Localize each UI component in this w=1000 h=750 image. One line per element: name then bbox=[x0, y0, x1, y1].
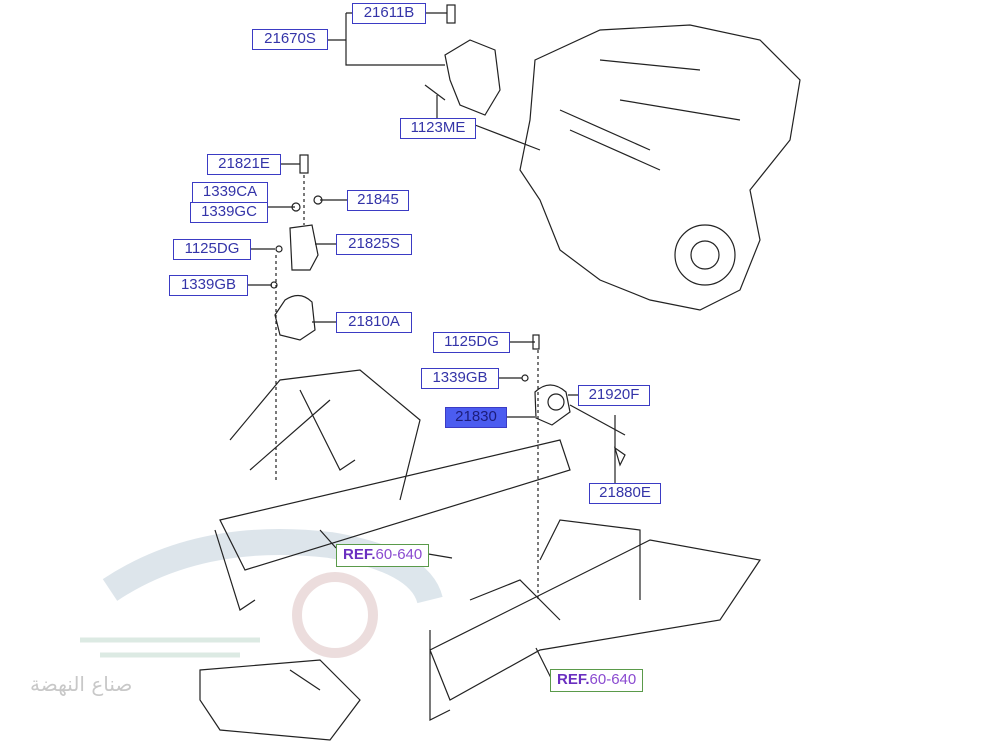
ref-prefix: REF. bbox=[557, 671, 590, 688]
part-label-21670S[interactable]: 21670S bbox=[252, 29, 328, 50]
subframe-left bbox=[214, 369, 571, 611]
part-label-1339GB[interactable]: 1339GB bbox=[169, 275, 248, 296]
part-label-1339GB-right[interactable]: 1339GB bbox=[421, 368, 499, 389]
part-label-21845[interactable]: 21845 bbox=[347, 190, 409, 211]
bracket-21670S bbox=[444, 39, 501, 116]
part-label-21880E[interactable]: 21880E bbox=[589, 483, 661, 504]
part-label-1339GC[interactable]: 1339GC bbox=[190, 202, 268, 223]
ref-link-60-640-lower[interactable]: REF.60-640 bbox=[550, 669, 644, 692]
part-label-1123ME[interactable]: 1123ME bbox=[400, 118, 476, 139]
part-label-21810A[interactable]: 21810A bbox=[336, 312, 412, 333]
watermark-text: صناع النهضة bbox=[30, 672, 133, 696]
part-label-21825S[interactable]: 21825S bbox=[336, 234, 412, 255]
mount-21830 bbox=[534, 384, 571, 426]
ref-code: 60-640 bbox=[589, 671, 637, 688]
engine-block bbox=[519, 24, 801, 311]
part-label-21611B[interactable]: 21611B bbox=[352, 3, 426, 24]
mount-21810A bbox=[274, 294, 316, 341]
crossmember bbox=[199, 659, 361, 741]
ref-prefix: REF. bbox=[343, 546, 376, 563]
part-label-21920F[interactable]: 21920F bbox=[578, 385, 650, 406]
part-label-21821E[interactable]: 21821E bbox=[207, 154, 281, 175]
ref-code: 60-640 bbox=[375, 546, 423, 563]
ref-link-60-640[interactable]: REF.60-640 bbox=[336, 544, 430, 567]
part-label-21830-selected[interactable]: 21830 bbox=[445, 407, 507, 428]
watermark-logo bbox=[80, 529, 443, 658]
bracket-21825S bbox=[289, 224, 319, 271]
part-label-1125DG[interactable]: 1125DG bbox=[173, 239, 251, 260]
part-label-1125DG-right[interactable]: 1125DG bbox=[433, 332, 510, 353]
subframe-right bbox=[429, 519, 762, 721]
part-label-1339CA[interactable]: 1339CA bbox=[192, 182, 268, 203]
